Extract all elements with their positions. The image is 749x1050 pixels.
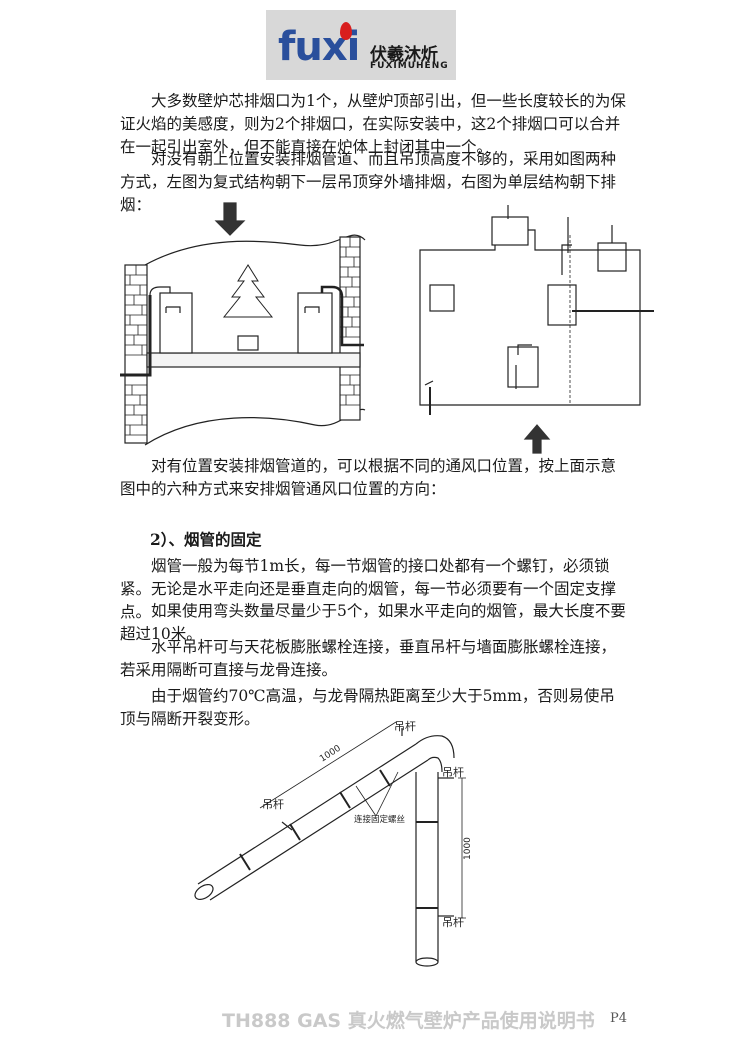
down-arrow-icon	[214, 202, 246, 236]
paragraph-exhaust-ports: 大多数壁炉芯排烟口为1个，从壁炉顶部引出，但一些长度较长的为保证火焰的美感度，则…	[120, 92, 626, 156]
screw-label: 连接固定螺丝	[354, 814, 406, 825]
paragraph-heat-clearance: 由于烟管约70℃高温，与龙骨隔热距离至少大于5mm，否则易使吊顶与隔断开裂变形。	[120, 687, 615, 728]
hanger-label-bottom: 吊杆	[442, 915, 464, 929]
logo-english-name: FUXIMUHENG	[370, 61, 449, 71]
page-number: P4	[610, 1011, 628, 1026]
paragraph-installation-methods: 对没有朝上位置安装排烟管道、而且吊顶高度不够的，采用如图两种方式，左图为复式结构…	[120, 150, 617, 214]
section-heading-pipe-fixing: 2）、烟管的固定	[150, 530, 262, 549]
hanger-label-right: 吊杆	[442, 765, 464, 779]
footer-title: TH888 GAS 真火燃气壁炉产品使用说明书	[222, 1010, 595, 1032]
up-arrow-icon	[523, 424, 551, 454]
paragraph-pipe-sections: 烟管一般为每节1m长，每一节烟管的接口处都有一个螺钉，必须锁紧。无论是水平走向还…	[120, 557, 617, 621]
pipe-fixing-diagram: 吊杆 吊杆 吊杆 吊杆 连接固定螺丝 1000 1000	[194, 719, 473, 967]
hanger-label-left: 吊杆	[262, 797, 284, 811]
logo-chinese-name: 伏羲沐炘	[370, 45, 438, 65]
paragraph-elbow-limit: 如果使用弯头数量尽量少于5个，如果水平走向的烟管，最大长度不要超过10米。	[120, 602, 626, 643]
installation-diagram	[120, 202, 654, 454]
flame-icon	[340, 22, 352, 40]
single-layer-structure-diagram	[419, 205, 654, 454]
paragraph-hanger-connection: 水平吊杆可与天花板膨胀螺栓连接，垂直吊杆与墙面膨胀螺栓连接，若采用隔断可直接与龙…	[120, 638, 617, 679]
duplex-structure-diagram	[120, 202, 366, 446]
paragraph-vent-directions: 对有位置安装排烟管道的，可以根据不同的通风口位置，按上面示意图中的六种方式来安排…	[120, 457, 617, 498]
brand-logo: fuxi 伏羲沐炘 FUXIMUHENG	[266, 10, 456, 80]
dimension-horizontal: 1000	[318, 744, 343, 765]
dimension-vertical: 1000	[463, 837, 473, 860]
hanger-label-top: 吊杆	[394, 719, 416, 733]
